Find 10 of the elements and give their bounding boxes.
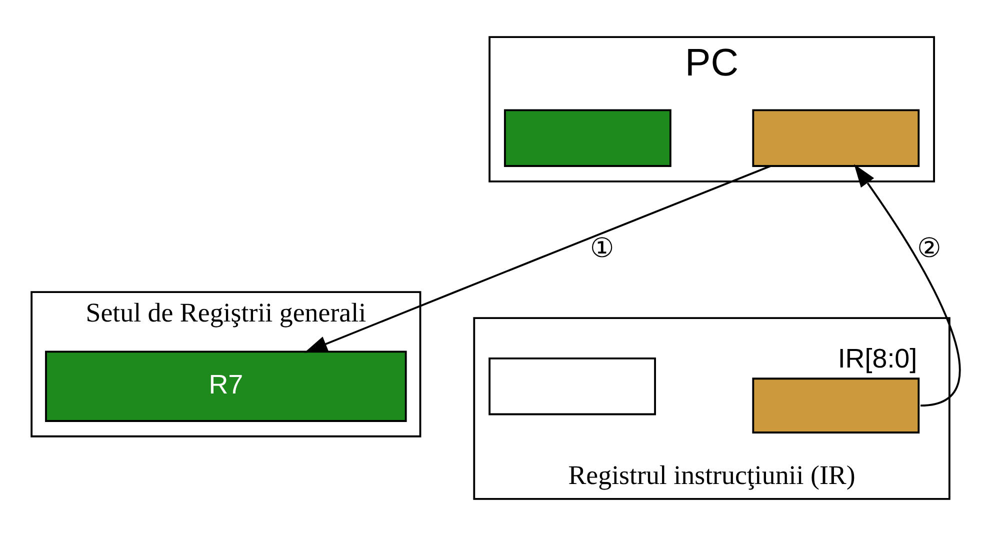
arrow (854, 164, 961, 406)
node-box (752, 108, 920, 166)
node-box: R7 (45, 350, 407, 422)
node-label: IR[8:0] (838, 342, 918, 373)
edge-label: ① (590, 232, 614, 264)
edge-label: ② (917, 232, 942, 264)
cluster: PC (488, 36, 935, 182)
node-box (488, 356, 656, 415)
arrow (304, 164, 771, 352)
node-box (504, 108, 672, 166)
